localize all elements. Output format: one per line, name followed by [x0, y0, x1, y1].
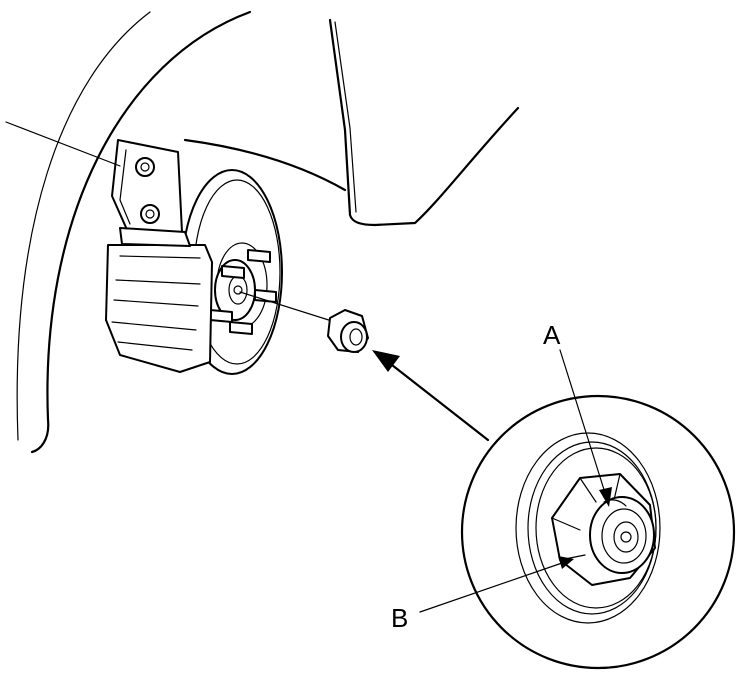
fender-arch [16, 10, 520, 454]
detail-arrow [372, 350, 490, 442]
spindle-nut-small [327, 309, 369, 353]
callout-label-b: B [391, 603, 408, 633]
callout-label-a: A [543, 320, 561, 350]
steering-knuckle [111, 139, 183, 233]
callout-b-leader [419, 556, 574, 613]
wheel-studs [209, 249, 277, 335]
axle-centerline [5, 121, 121, 167]
brake-caliper [105, 227, 213, 373]
axle-centerline-extension [239, 291, 336, 323]
spindle-nut-detail [515, 432, 661, 624]
detail-circle [460, 394, 736, 670]
callout-a-leader [559, 349, 612, 507]
